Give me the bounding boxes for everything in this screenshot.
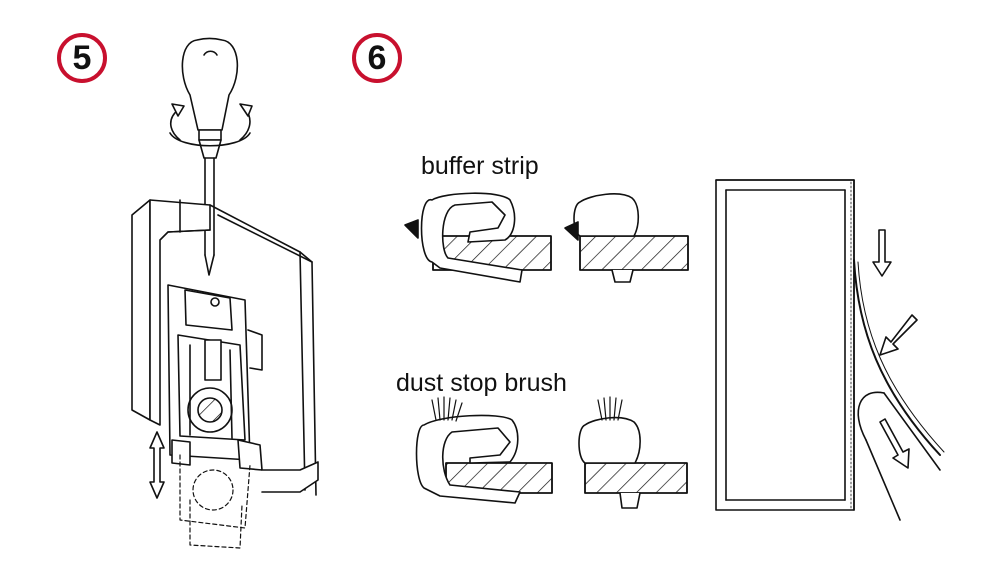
brush-profile-2	[579, 397, 687, 508]
screwdriver-icon	[182, 39, 237, 276]
diagonal-arrow-icon	[880, 315, 917, 355]
rotate-arrows-icon	[170, 104, 252, 146]
lowered-position-outline	[180, 455, 250, 548]
diagonal-down-arrow-icon	[880, 419, 909, 468]
bottom-rail	[262, 462, 318, 492]
door-profile	[132, 200, 316, 495]
buffer-strip-profile-2	[565, 194, 688, 282]
brush-profile-1	[417, 397, 553, 503]
down-arrow-icon	[873, 230, 891, 276]
step-number: 6	[367, 38, 387, 77]
step-number: 5	[72, 38, 92, 77]
door-side-view	[716, 180, 944, 520]
step-badge-6: 6	[352, 33, 402, 83]
roller-carriage	[168, 285, 262, 470]
buffer-strip-label: buffer strip	[421, 152, 539, 180]
buffer-strip-profile-1	[405, 193, 551, 282]
step-badge-5: 5	[57, 33, 107, 83]
dust-stop-brush-label: dust stop brush	[396, 369, 567, 397]
up-down-arrow-icon	[150, 432, 164, 498]
